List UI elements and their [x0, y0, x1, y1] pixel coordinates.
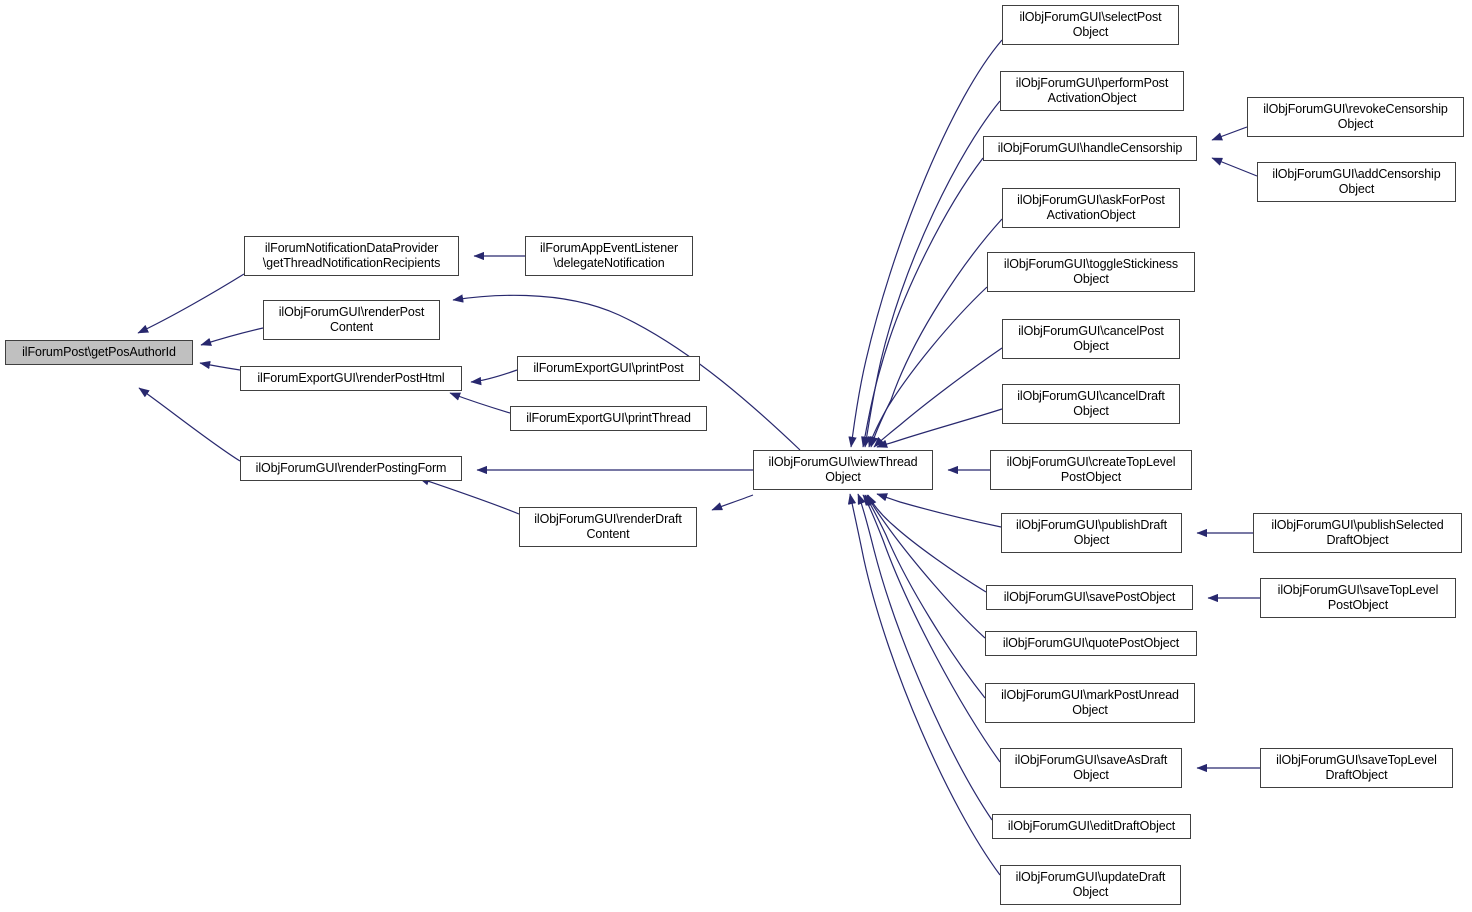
call-edge [862, 494, 1001, 763]
graph-node-label: ilObjForumGUI\renderPost Content [278, 305, 425, 334]
graph-node-updateDraftObject[interactable]: ilObjForumGUI\updateDraft Object [1000, 865, 1181, 905]
graph-node-label: ilObjForumGUI\revokeCensorship Object [1263, 102, 1448, 131]
call-edge [200, 327, 264, 346]
graph-node-label: ilForumExportGUI\printThread [526, 411, 691, 425]
graph-node-editDraftObject[interactable]: ilObjForumGUI\editDraftObject [992, 814, 1191, 839]
graph-node-label: ilObjForumGUI\cancelDraft Object [1017, 389, 1165, 418]
graph-node-quotePostObject[interactable]: ilObjForumGUI\quotePostObject [985, 631, 1197, 656]
call-edge [876, 408, 1003, 448]
graph-node-viewThreadObject[interactable]: ilObjForumGUI\viewThread Object [753, 450, 933, 490]
call-edge [864, 494, 986, 699]
call-edge [857, 493, 993, 821]
call-edge [199, 360, 241, 371]
graph-node-label: ilForumNotificationDataProvider \getThre… [262, 241, 441, 270]
graph-node-selectPostObject[interactable]: ilObjForumGUI\selectPost Object [1002, 5, 1179, 45]
graph-node-cancelDraftObject[interactable]: ilObjForumGUI\cancelDraft Object [1002, 384, 1180, 424]
graph-node-createTopLevelPostObject[interactable]: ilObjForumGUI\createTopLevel PostObject [990, 450, 1192, 490]
graph-node-label: ilObjForumGUI\updateDraft Object [1015, 870, 1166, 899]
graph-node-label: ilObjForumGUI\saveTopLevel DraftObject [1276, 753, 1437, 782]
graph-node-label: ilObjForumGUI\toggleStickiness Object [1003, 257, 1179, 286]
graph-node-label: ilObjForumGUI\renderDraft Content [534, 512, 682, 541]
graph-node-label: ilObjForumGUI\saveTopLevel PostObject [1277, 583, 1439, 612]
graph-node-publishSelectedDraftObject[interactable]: ilObjForumGUI\publishSelected DraftObjec… [1253, 513, 1462, 553]
graph-node-label: ilObjForumGUI\cancelPost Object [1018, 324, 1164, 353]
graph-node-label: ilObjForumGUI\performPost ActivationObje… [1015, 76, 1169, 105]
graph-node-saveTopLevelDraftObject[interactable]: ilObjForumGUI\saveTopLevel DraftObject [1260, 748, 1453, 788]
call-edge [1211, 126, 1248, 141]
call-edge [861, 157, 984, 448]
graph-node-delegateNotification[interactable]: ilForumAppEventListener \delegateNotific… [525, 236, 693, 276]
graph-node-label: ilObjForumGUI\publishDraft Object [1016, 518, 1167, 547]
call-edge [470, 369, 518, 386]
graph-node-printThread[interactable]: ilForumExportGUI\printThread [510, 406, 707, 431]
graph-node-label: ilForumPost\getPosAuthorId [22, 345, 176, 359]
graph-node-getThreadNotificationRecipients[interactable]: ilForumNotificationDataProvider \getThre… [244, 236, 459, 276]
call-edge [867, 494, 987, 593]
call-edge [848, 39, 1003, 448]
graph-node-addCensorshipObject[interactable]: ilObjForumGUI\addCensorship Object [1257, 162, 1456, 202]
graph-node-label: ilObjForumGUI\addCensorship Object [1272, 167, 1441, 196]
graph-node-label: ilObjForumGUI\saveAsDraft Object [1014, 753, 1168, 782]
graph-node-label: ilForumExportGUI\renderPostHtml [257, 371, 445, 385]
call-edge [867, 286, 988, 448]
graph-node-savePostObject[interactable]: ilObjForumGUI\savePostObject [986, 585, 1193, 610]
graph-node-toggleStickinessObject[interactable]: ilObjForumGUI\toggleStickiness Object [987, 252, 1195, 292]
graph-node-renderPostContent[interactable]: ilObjForumGUI\renderPost Content [263, 300, 440, 340]
graph-node-handleCensorship[interactable]: ilObjForumGUI\handleCensorship [983, 136, 1197, 161]
call-edge [862, 100, 1001, 448]
graph-node-label: ilObjForumGUI\selectPost Object [1019, 10, 1162, 39]
graph-node-label: ilObjForumGUI\askForPost ActivationObjec… [1017, 193, 1165, 222]
graph-node-label: ilObjForumGUI\editDraftObject [1007, 819, 1176, 833]
graph-node-label: ilObjForumGUI\quotePostObject [1002, 636, 1180, 650]
graph-node-label: ilObjForumGUI\viewThread Object [768, 455, 918, 484]
call-edge [866, 494, 986, 639]
graph-node-label: ilObjForumGUI\renderPostingForm [255, 461, 447, 475]
call-edge [847, 493, 1001, 876]
graph-node-revokeCensorshipObject[interactable]: ilObjForumGUI\revokeCensorship Object [1247, 97, 1464, 137]
graph-node-label: ilForumAppEventListener \delegateNotific… [539, 241, 679, 270]
graph-node-renderPostingForm[interactable]: ilObjForumGUI\renderPostingForm [240, 456, 462, 481]
call-edge [449, 392, 511, 414]
graph-node-label: ilForumExportGUI\printPost [533, 361, 684, 375]
call-edge [137, 273, 245, 334]
graph-node-askForPostActivationObject[interactable]: ilObjForumGUI\askForPost ActivationObjec… [1002, 188, 1180, 228]
call-edge [418, 477, 520, 515]
graph-node-publishDraftObject[interactable]: ilObjForumGUI\publishDraft Object [1001, 513, 1182, 553]
graph-node-label: ilObjForumGUI\handleCensorship [997, 141, 1183, 155]
graph-node-label: ilObjForumGUI\createTopLevel PostObject [1006, 455, 1176, 484]
graph-node-label: ilObjForumGUI\publishSelected DraftObjec… [1271, 518, 1444, 547]
graph-node-renderDraftContent[interactable]: ilObjForumGUI\renderDraft Content [519, 507, 697, 547]
graph-node-markPostUnreadObject[interactable]: ilObjForumGUI\markPostUnread Object [985, 683, 1195, 723]
graph-node-label: ilObjForumGUI\savePostObject [1003, 590, 1176, 604]
call-edge [711, 494, 754, 511]
graph-node-renderPostHtml[interactable]: ilForumExportGUI\renderPostHtml [240, 366, 462, 391]
graph-node-saveTopLevelPostObject[interactable]: ilObjForumGUI\saveTopLevel PostObject [1260, 578, 1456, 618]
call-edge [1211, 157, 1258, 177]
call-edge [873, 347, 1003, 448]
graph-node-getPosAuthorId[interactable]: ilForumPost\getPosAuthorId [5, 340, 193, 365]
graph-node-saveAsDraftObject[interactable]: ilObjForumGUI\saveAsDraft Object [1000, 748, 1182, 788]
graph-node-label: ilObjForumGUI\markPostUnread Object [1001, 688, 1179, 717]
graph-node-cancelPostObject[interactable]: ilObjForumGUI\cancelPost Object [1002, 319, 1180, 359]
call-edge [869, 218, 1003, 448]
call-edge [876, 493, 1002, 528]
graph-node-performPostActivationObject[interactable]: ilObjForumGUI\performPost ActivationObje… [1000, 71, 1184, 111]
call-edge [138, 387, 241, 462]
graph-node-printPost[interactable]: ilForumExportGUI\printPost [517, 356, 700, 381]
